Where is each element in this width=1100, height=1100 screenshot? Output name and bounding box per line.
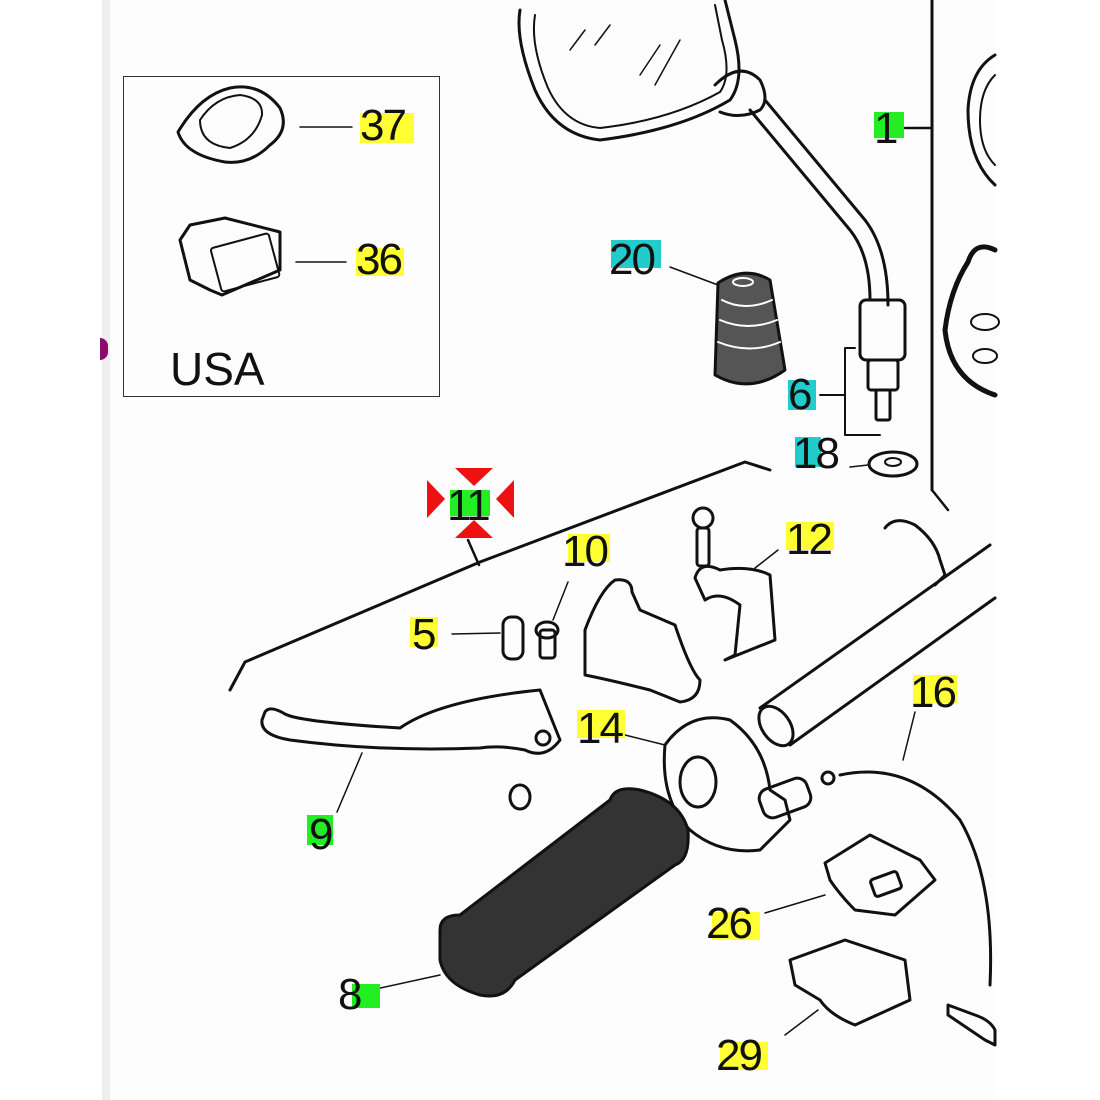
switch-29 <box>788 938 912 1027</box>
handle-grip-8 <box>438 787 690 998</box>
handlebar-tube <box>758 543 997 747</box>
highlight-9 <box>307 815 333 845</box>
inset-switch-36 <box>178 216 282 297</box>
screw-10 <box>534 620 560 640</box>
washer-18 <box>867 450 919 478</box>
left-scroll-strip <box>102 0 110 1100</box>
rubber-boot-20 <box>713 271 787 386</box>
callout-18[interactable]: 18 <box>793 429 840 478</box>
highlight-37 <box>360 113 414 143</box>
highlight-12 <box>786 522 834 550</box>
callout-10[interactable]: 10 <box>562 527 609 576</box>
highlight-14 <box>577 710 625 738</box>
highlight-26 <box>712 912 760 940</box>
mirror-head <box>517 0 741 142</box>
mirror-head-inner <box>532 4 728 129</box>
callout-29[interactable]: 29 <box>716 1031 763 1080</box>
mirror-joint <box>713 69 767 117</box>
highlight-8 <box>352 984 380 1008</box>
callout-16[interactable]: 16 <box>910 668 957 717</box>
throttle-cable-16 <box>838 770 993 987</box>
callout-5[interactable]: 5 <box>412 610 437 659</box>
mirror-stem <box>748 108 872 302</box>
highlight-11 <box>450 490 490 516</box>
highlight-16 <box>913 675 957 703</box>
highlight-29 <box>720 1042 768 1070</box>
highlight-10 <box>568 534 610 562</box>
selection-arrow-bottom-icon <box>455 520 493 538</box>
highlight-36 <box>356 248 404 276</box>
callout-11-selected[interactable]: 11 <box>447 481 491 530</box>
callout-36[interactable]: 36 <box>356 235 403 284</box>
callout-1[interactable]: 1 <box>874 104 899 153</box>
switch-26 <box>823 833 937 917</box>
clamp-12 <box>693 564 777 662</box>
inset-bezel-37 <box>176 85 285 164</box>
highlight-6 <box>788 380 816 410</box>
pin-5 <box>501 615 525 661</box>
callout-9[interactable]: 9 <box>309 810 334 859</box>
side-marker-icon <box>100 338 108 360</box>
callout-26[interactable]: 26 <box>706 899 753 948</box>
callout-6[interactable]: 6 <box>788 370 813 419</box>
inset-region-label: USA <box>170 343 265 395</box>
highlight-18 <box>795 437 821 467</box>
selection-arrow-right-icon <box>496 480 514 518</box>
highlight-5 <box>410 617 438 647</box>
highlight-1 <box>874 112 904 138</box>
usa-inset-box <box>123 76 440 397</box>
highlight-20 <box>611 240 661 268</box>
callout-37[interactable]: 37 <box>360 101 407 150</box>
selection-arrow-top-icon <box>455 468 493 486</box>
callout-12[interactable]: 12 <box>786 515 833 564</box>
selection-arrow-left-icon <box>427 480 445 518</box>
callout-20[interactable]: 20 <box>609 235 656 284</box>
mirror-adapter <box>858 298 907 362</box>
lever-holder <box>583 578 702 704</box>
brake-lever-9 <box>260 688 562 755</box>
callout-8[interactable]: 8 <box>338 970 363 1019</box>
callout-14[interactable]: 14 <box>577 704 624 753</box>
